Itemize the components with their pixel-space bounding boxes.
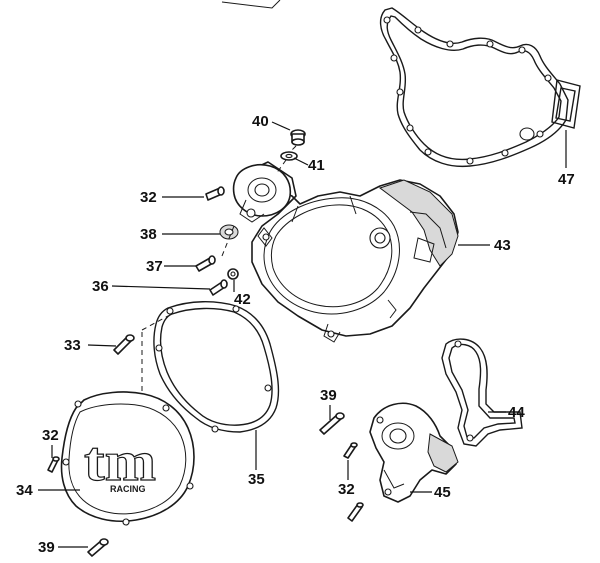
cover-logo-sub: RACING bbox=[110, 484, 146, 494]
callout-35: 35 bbox=[248, 471, 265, 488]
callout-32-pump: 32 bbox=[338, 481, 355, 498]
callout-43: 43 bbox=[494, 237, 511, 254]
axis-35-cover bbox=[141, 315, 169, 400]
leader-lines bbox=[38, 121, 567, 548]
callout-38: 38 bbox=[140, 226, 157, 243]
callout-44: 44 bbox=[508, 404, 525, 421]
part-32-bolt-top bbox=[205, 186, 225, 201]
part-43-clutch-cover bbox=[232, 161, 459, 343]
part-37-bolt bbox=[195, 255, 216, 272]
part-32-bolt-cover bbox=[47, 456, 60, 473]
callout-41: 41 bbox=[308, 157, 325, 174]
callout-36: 36 bbox=[92, 278, 109, 295]
callout-32-top: 32 bbox=[140, 189, 157, 206]
part-47-crankcase-gasket bbox=[379, 7, 581, 168]
part-42-washer bbox=[227, 268, 239, 280]
callout-40: 40 bbox=[252, 113, 269, 130]
part-39-bolt-lower bbox=[87, 538, 109, 557]
callouts: 40 41 32 38 37 36 42 33 32 34 39 35 39 3… bbox=[16, 113, 575, 556]
part-40-oil-plug bbox=[290, 129, 306, 146]
cover-logo-mark: tm bbox=[84, 431, 156, 493]
part-36-bolt bbox=[209, 279, 228, 296]
callout-32-cover: 32 bbox=[42, 427, 59, 444]
axis-40-41 bbox=[275, 145, 297, 175]
part-41-washer bbox=[280, 151, 298, 161]
callout-39-lower: 39 bbox=[38, 539, 55, 556]
callout-37: 37 bbox=[146, 258, 163, 275]
part-33-bolt bbox=[113, 334, 135, 355]
part-32-bolt-pump-lower bbox=[347, 502, 364, 522]
part-44-water-pump-gasket bbox=[441, 338, 523, 447]
callout-34: 34 bbox=[16, 482, 33, 499]
part-38-seal bbox=[219, 224, 239, 240]
part-45-water-pump-cover bbox=[369, 402, 459, 503]
part-35-cover-gasket bbox=[153, 301, 280, 433]
top-edge-line bbox=[221, 0, 281, 9]
callout-39-middle: 39 bbox=[320, 387, 337, 404]
callout-47: 47 bbox=[558, 171, 575, 188]
callout-33: 33 bbox=[64, 337, 81, 354]
part-32-bolt-pump-upper bbox=[343, 442, 358, 459]
part-34-ignition-cover: tm RACING bbox=[60, 391, 195, 526]
callout-45: 45 bbox=[434, 484, 451, 501]
callout-42: 42 bbox=[234, 291, 251, 308]
part-39-bolt-middle bbox=[319, 412, 345, 435]
